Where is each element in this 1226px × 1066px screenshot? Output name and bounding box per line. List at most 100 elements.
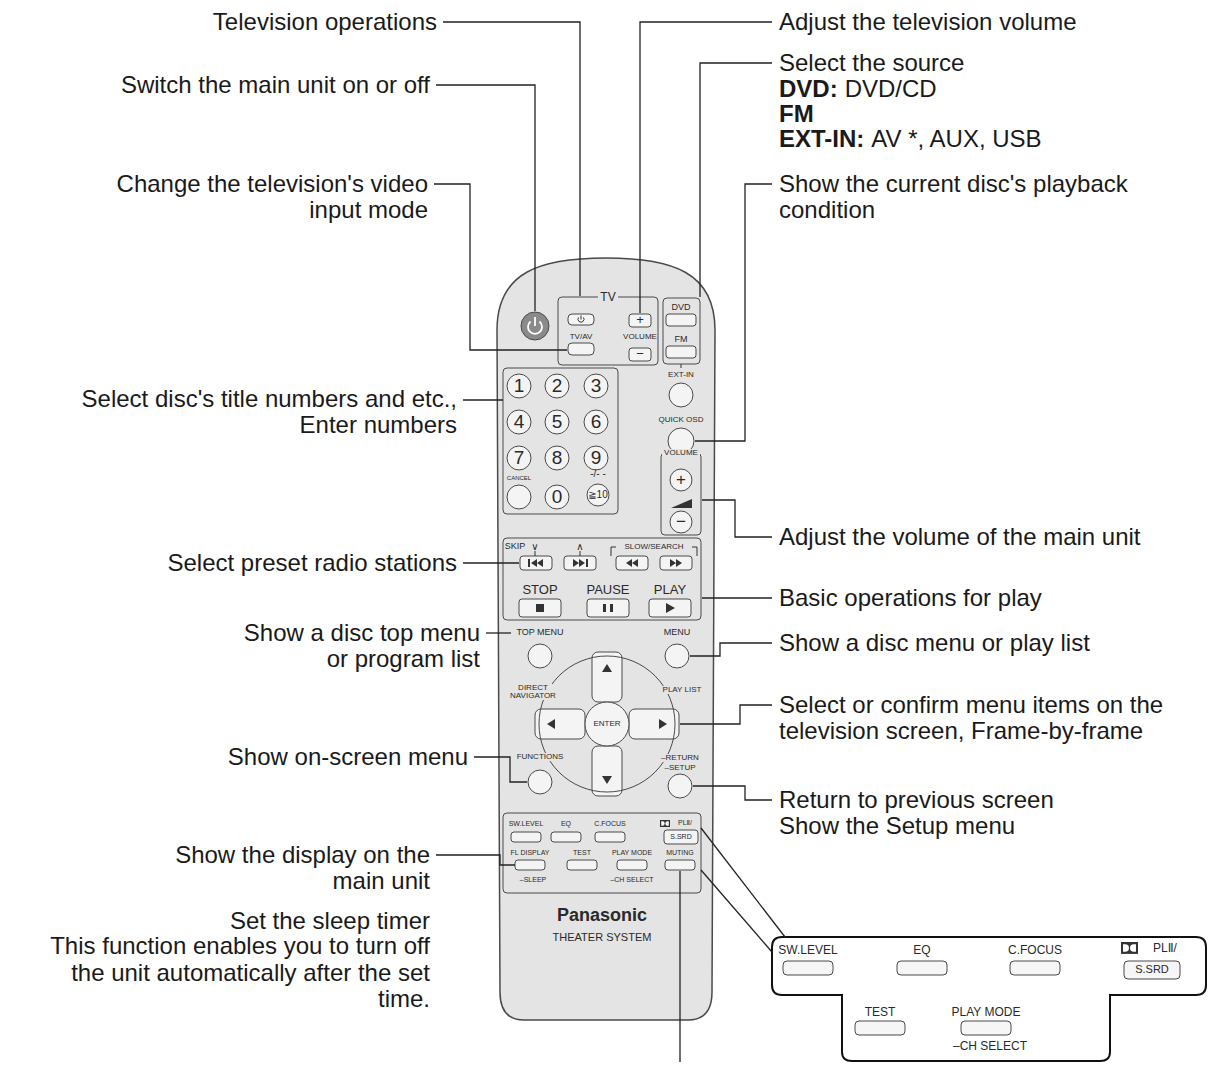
round-button: [545, 446, 569, 470]
remote-button: [666, 314, 696, 326]
leader-line: [695, 184, 772, 441]
button-label: PLAY MODE: [612, 849, 652, 856]
callout-text: DVD:: [779, 76, 838, 102]
remote-button: [564, 556, 596, 570]
leader-line: [700, 63, 772, 297]
inset-button-label: S.SRD: [1135, 964, 1169, 976]
leader-line: [443, 22, 580, 296]
leader-line: [701, 828, 785, 937]
inset-button: [855, 1021, 905, 1035]
button-label: TOP MENU: [514, 628, 565, 637]
callout-text: Adjust the volume of the main unit: [779, 524, 1141, 550]
round-button: [587, 484, 609, 506]
callout-text: EXT-IN:: [779, 126, 864, 152]
button-label: PAUSE: [586, 583, 629, 597]
button-symbol: [528, 317, 542, 334]
remote-button: [629, 314, 651, 327]
enter-button: [585, 702, 629, 746]
button-group-frame: [663, 298, 700, 364]
remote-button: [520, 556, 552, 570]
button-label: −: [676, 513, 686, 531]
button-label: SLOW/SEARCH: [624, 543, 683, 551]
inset-button: [1010, 961, 1060, 975]
button-icon: [602, 664, 612, 672]
callout-text: Show the Setup menu: [779, 813, 1015, 839]
button-group-frame: [503, 368, 618, 514]
callout-text: This function enables you to turn off th…: [30, 933, 430, 1012]
round-button: [507, 446, 531, 470]
callout-text: Change the television's video input mode: [83, 171, 428, 224]
remote-body: [497, 258, 715, 1020]
button-label: DIRECT NAVIGATOR: [505, 684, 561, 701]
power-button: [521, 312, 549, 340]
button-label: –SETUP: [662, 764, 697, 772]
dolby-logo-mark: [661, 821, 669, 825]
leader-lines: [434, 22, 785, 1062]
round-button: [665, 644, 689, 668]
round-button: [584, 410, 608, 434]
button-label: –RETURN: [659, 754, 701, 762]
button-label: PLAY: [654, 583, 686, 597]
button-icon: [602, 776, 612, 784]
button-label: C.FOCUS: [594, 820, 626, 827]
leader-line: [436, 855, 515, 865]
callout-text: Switch the main unit on or off: [121, 72, 430, 98]
brand-name: Panasonic: [557, 906, 647, 925]
button-group-frame: [503, 538, 701, 620]
round-button: [670, 469, 692, 491]
button-label: QUICK OSD: [659, 416, 704, 424]
callout-text: Return to previous screen: [779, 787, 1054, 813]
number-key-label: 9: [591, 448, 602, 468]
button-group-frame: [661, 453, 701, 535]
remote-button: [595, 832, 625, 842]
remote-button: [629, 709, 679, 739]
leader-line: [463, 399, 503, 400]
inset-button-label: –CH SELECT: [953, 1040, 1027, 1053]
inset-button-label: EQ: [913, 944, 930, 957]
number-key-label: 2: [552, 376, 563, 396]
button-label: ∨: [531, 542, 538, 553]
round-button: [507, 410, 531, 434]
remote-button: [567, 860, 597, 870]
remote-button: [519, 599, 561, 617]
button-label: CANCEL: [507, 475, 531, 481]
callout-text: Set the sleep timer: [230, 908, 430, 934]
button-group-frame: [503, 813, 701, 893]
round-button: [528, 770, 552, 794]
round-button: [507, 374, 531, 398]
button-symbol: [681, 364, 682, 368]
leader-line: [690, 643, 772, 656]
inset-button: [961, 1021, 1011, 1035]
number-key-label: 5: [552, 412, 563, 432]
inset-frame: [772, 937, 1206, 1061]
leader-line: [702, 597, 772, 598]
navigation-ring: [539, 656, 675, 792]
remote-body-group: [497, 258, 715, 1020]
callout-text: Select the source: [779, 50, 964, 76]
inset-button-label: C.FOCUS: [1008, 944, 1062, 957]
remote-button: [660, 556, 692, 570]
remote-button: [664, 830, 698, 844]
button-label: VOLUME: [662, 449, 700, 457]
button-symbol: [578, 316, 584, 323]
button-label: VOLUME: [623, 333, 657, 341]
remote-button: [616, 556, 648, 570]
round-button: [545, 485, 569, 509]
callout-text: Show the display on the main unit: [140, 842, 430, 895]
round-button: [528, 644, 552, 668]
number-key-label: 8: [552, 448, 563, 468]
round-button: [668, 774, 692, 798]
callout-text: Show a disc top menu or program list: [230, 620, 480, 673]
number-key-label: 6: [591, 412, 602, 432]
button-label: –CH SELECT: [610, 876, 653, 883]
leader-line: [436, 85, 535, 311]
button-label: +: [636, 313, 644, 327]
button-icon: [547, 719, 555, 729]
button-label: DVD: [671, 303, 690, 312]
leader-line: [640, 22, 772, 313]
callout-text: Show on-screen menu: [228, 744, 468, 770]
button-label: -/- -: [590, 469, 606, 480]
button-label: S.SRD: [670, 833, 691, 840]
callout-text: Show the current disc's playback conditi…: [779, 171, 1179, 224]
callout-text: Basic operations for play: [779, 585, 1042, 611]
